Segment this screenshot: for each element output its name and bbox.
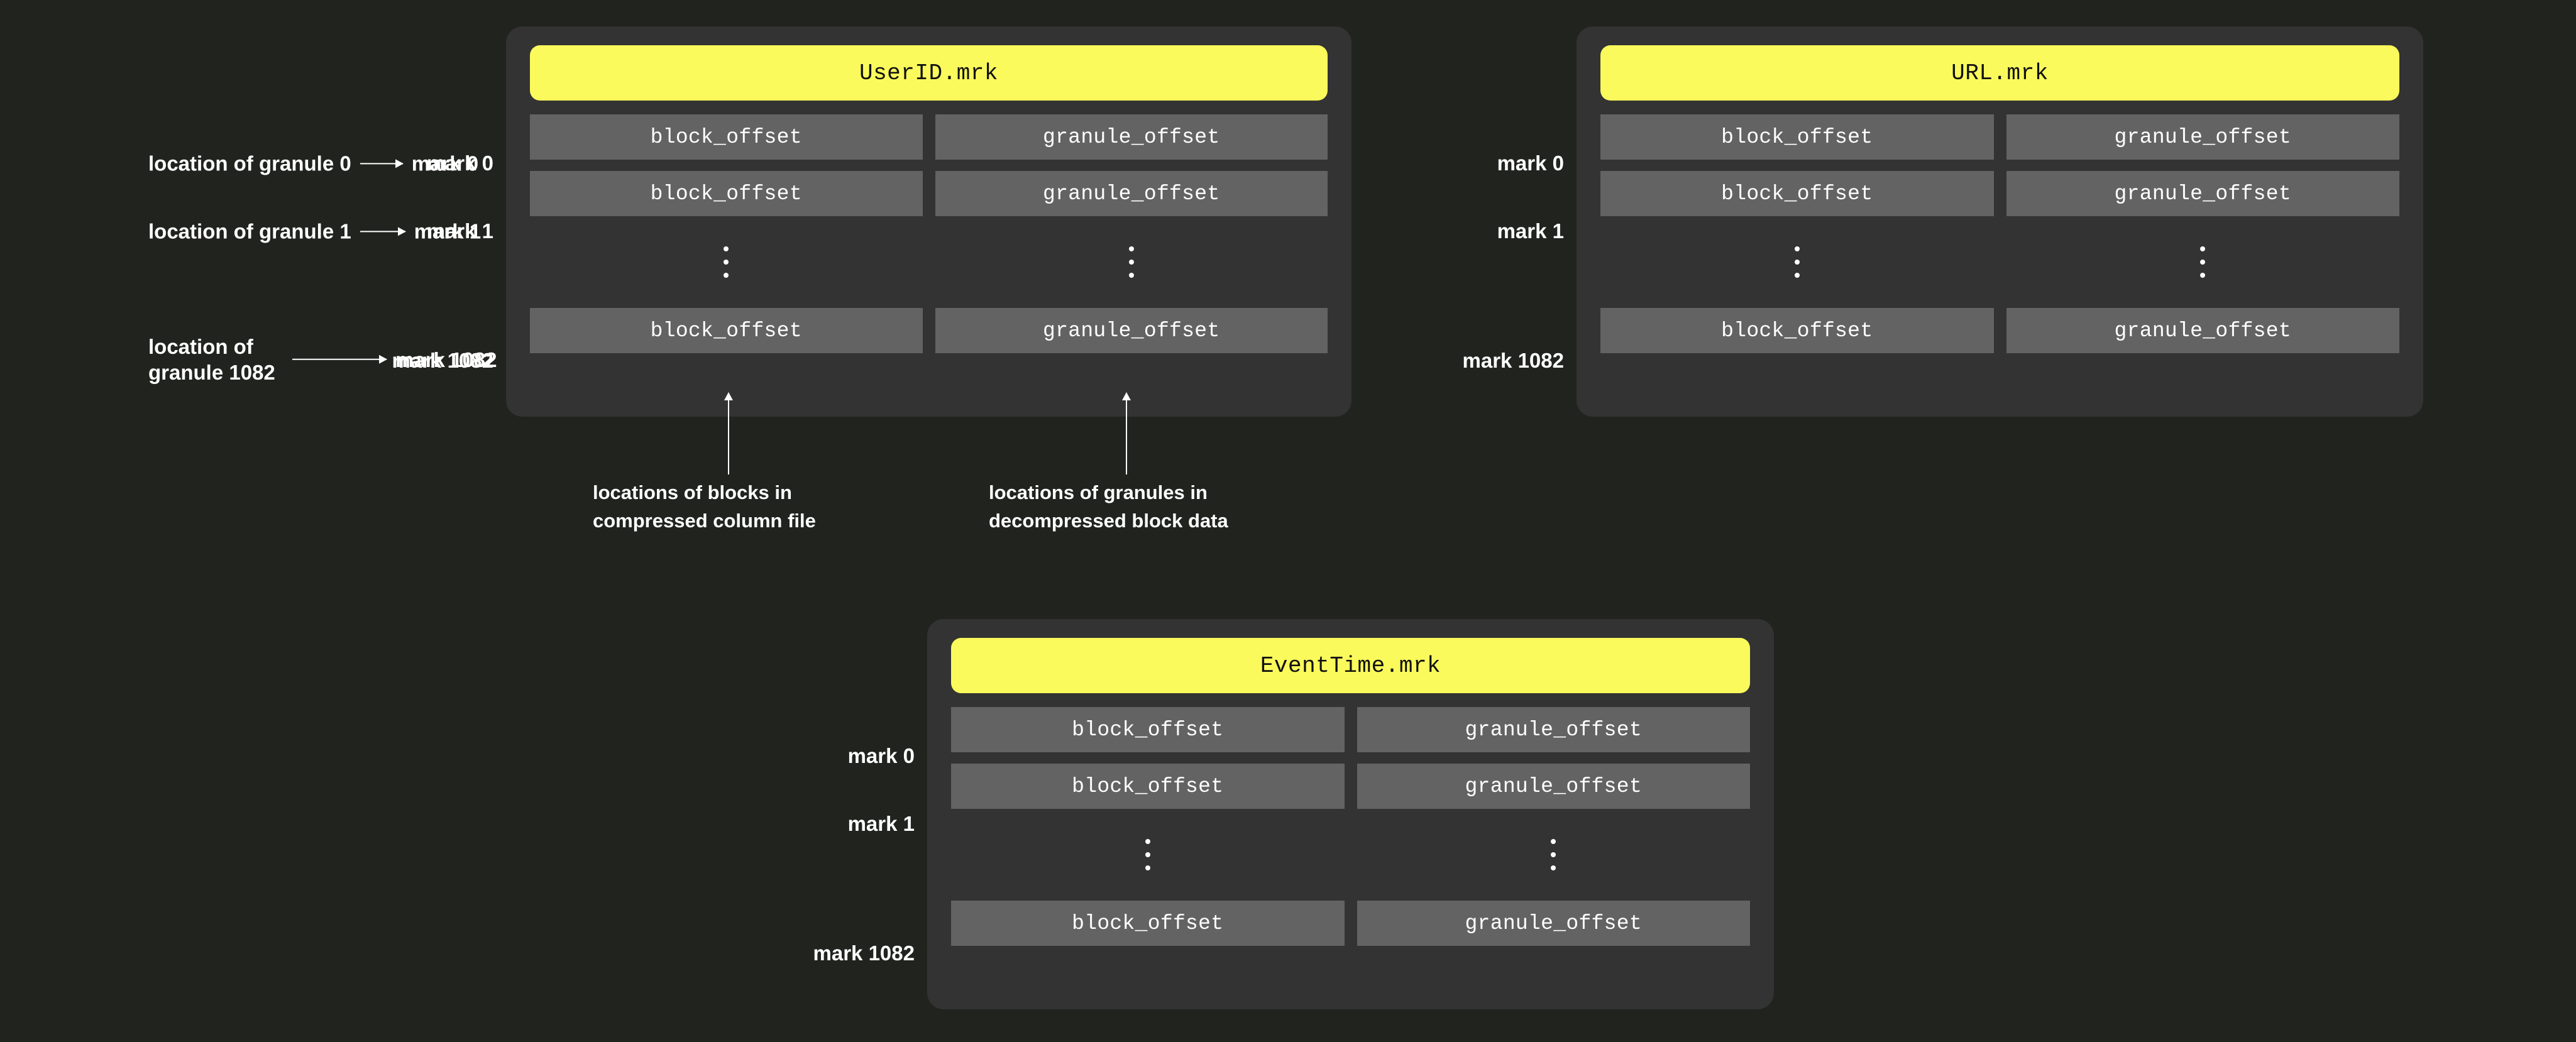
- cell-granule-offset: granule_offset: [2006, 171, 2399, 216]
- arrow-right-icon: [360, 231, 405, 232]
- callout-arrow-up-icon: [1126, 393, 1127, 474]
- granule-label-text: location of granule 0: [148, 151, 351, 175]
- table-row: block_offset granule_offset: [530, 114, 1328, 160]
- table-row: block_offset granule_offset: [1600, 308, 2399, 353]
- cell-granule-offset: granule_offset: [1357, 901, 1750, 946]
- cell-granule-offset: granule_offset: [1357, 707, 1750, 752]
- table-row-ellipsis: [1600, 228, 2399, 297]
- mark-label-eventtime-1: mark 1: [847, 812, 915, 835]
- table-row: block_offset granule_offset: [1600, 114, 2399, 160]
- vertical-ellipsis-icon: [935, 228, 1328, 297]
- table-row-ellipsis: [530, 228, 1328, 297]
- cell-granule-offset: granule_offset: [2006, 114, 2399, 160]
- granule-mark-target: mark 1082: [395, 348, 497, 371]
- cell-block-offset: block_offset: [530, 114, 923, 160]
- card-userid: UserID.mrk block_offset granule_offset b…: [506, 26, 1351, 417]
- mark-label-eventtime-1082: mark 1082: [813, 941, 915, 965]
- cell-granule-offset: granule_offset: [2006, 308, 2399, 353]
- cell-block-offset: block_offset: [1600, 308, 1994, 353]
- cell-block-offset: block_offset: [951, 707, 1345, 752]
- granule-label-1082: location of granule 1082 mark 1082: [148, 334, 497, 386]
- cell-granule-offset: granule_offset: [1357, 764, 1750, 809]
- vertical-ellipsis-icon: [2006, 228, 2400, 297]
- cell-block-offset: block_offset: [1600, 171, 1994, 216]
- cell-granule-offset: granule_offset: [935, 114, 1328, 160]
- cell-granule-offset: granule_offset: [935, 171, 1328, 216]
- mark-label-url-1: mark 1: [1497, 219, 1564, 243]
- vertical-ellipsis-icon: [1357, 820, 1751, 889]
- cell-block-offset: block_offset: [951, 764, 1345, 809]
- mark-label-userid-0: mark 0: [426, 151, 493, 175]
- arrow-right-icon: [360, 163, 403, 164]
- cell-block-offset: block_offset: [951, 901, 1345, 946]
- mark-label-userid-1082: mark 1082: [392, 349, 493, 372]
- card-url: URL.mrk block_offset granule_offset bloc…: [1577, 26, 2423, 417]
- granule-label-0: location of granule 0 mark 0: [148, 150, 478, 176]
- callout-arrow-up-icon: [728, 393, 729, 474]
- vertical-ellipsis-icon: [951, 820, 1345, 889]
- granule-mark-target: mark 0: [411, 151, 479, 175]
- table-row: block_offset granule_offset: [951, 901, 1750, 946]
- cell-block-offset: block_offset: [530, 308, 923, 353]
- mark-label-url-0: mark 0: [1497, 151, 1564, 175]
- mark-label-eventtime-0: mark 0: [847, 744, 915, 767]
- card-title-eventtime: EventTime.mrk: [951, 638, 1750, 693]
- table-row: block_offset granule_offset: [530, 171, 1328, 216]
- table-row: block_offset granule_offset: [951, 707, 1750, 752]
- cell-granule-offset: granule_offset: [935, 308, 1328, 353]
- granule-label-text: location of granule 1: [148, 219, 351, 243]
- cell-block-offset: block_offset: [530, 171, 923, 216]
- granule-label-text: location of granule 1082: [148, 334, 275, 384]
- table-row: block_offset granule_offset: [530, 308, 1328, 353]
- callout-text: locations of granules in decompressed bl…: [989, 481, 1228, 532]
- granule-label-1: location of granule 1 mark 1: [148, 218, 481, 244]
- vertical-ellipsis-icon: [1600, 228, 1994, 297]
- granule-mark-target: mark 1: [414, 219, 482, 243]
- vertical-ellipsis-icon: [530, 228, 923, 297]
- table-row: block_offset granule_offset: [951, 764, 1750, 809]
- mark-label-userid-1: mark 1: [426, 219, 493, 243]
- table-row-ellipsis: [951, 820, 1750, 889]
- cell-block-offset: block_offset: [1600, 114, 1994, 160]
- card-eventtime: EventTime.mrk block_offset granule_offse…: [927, 619, 1774, 1009]
- card-title-url: URL.mrk: [1600, 45, 2399, 101]
- table-row: block_offset granule_offset: [1600, 171, 2399, 216]
- callout-text: locations of blocks in compressed column…: [593, 481, 816, 532]
- mark-label-url-1082: mark 1082: [1462, 349, 1564, 372]
- card-title-userid: UserID.mrk: [530, 45, 1328, 101]
- arrow-right-icon: [292, 359, 387, 360]
